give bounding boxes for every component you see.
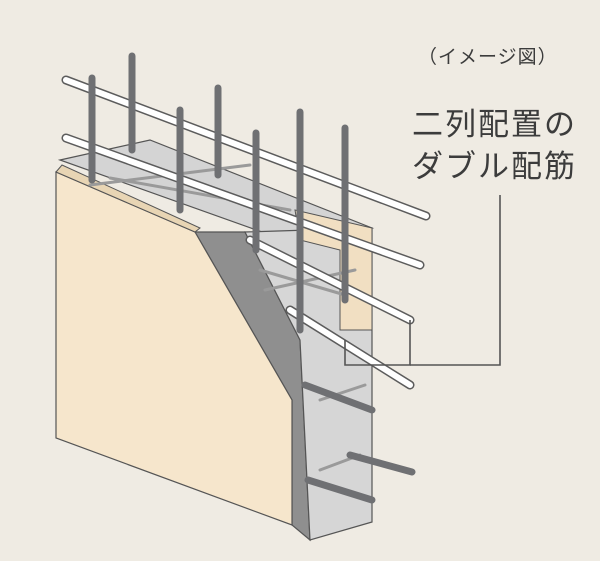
lower-rebars xyxy=(301,381,416,504)
leader-line xyxy=(344,195,501,366)
label-line-2: ダブル配筋 xyxy=(412,149,577,185)
vertical-rebars xyxy=(88,52,349,334)
label-line-1: 二列配置の xyxy=(412,107,577,143)
image-note: （イメージ図） xyxy=(418,46,558,68)
